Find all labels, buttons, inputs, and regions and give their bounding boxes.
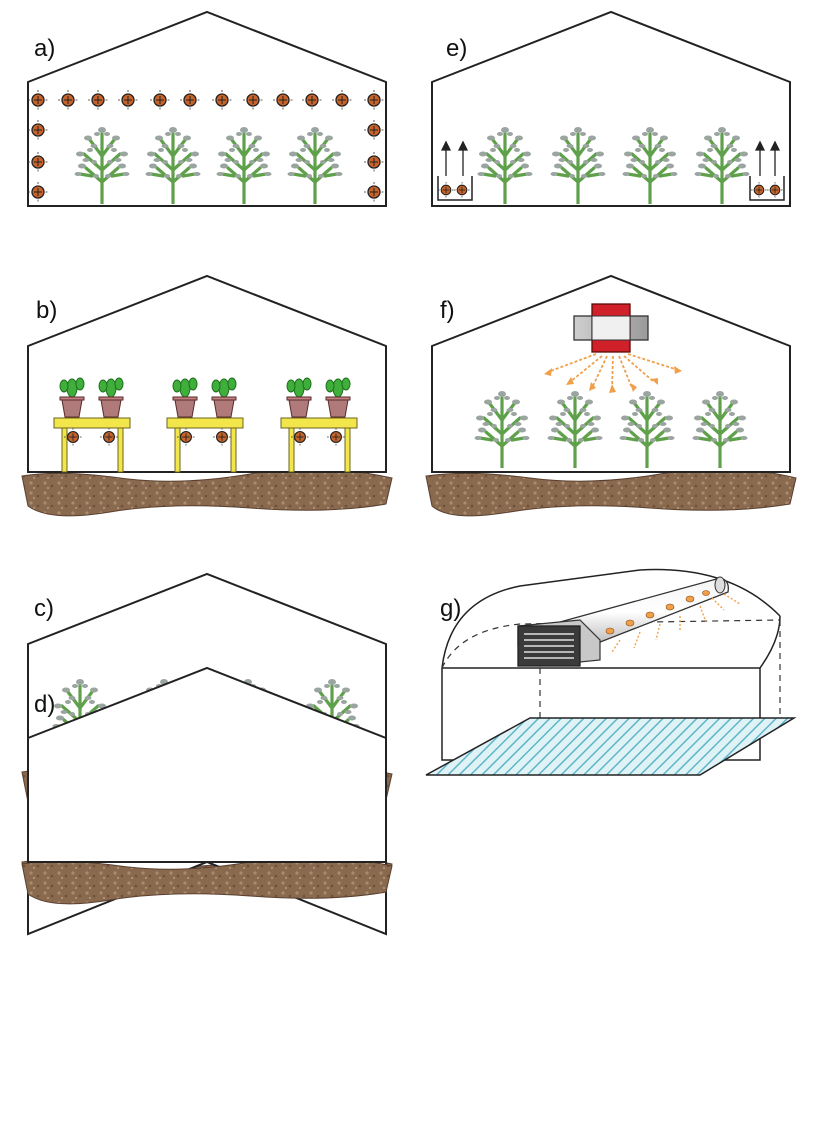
soil: [21, 856, 393, 905]
panel-label: f): [440, 297, 455, 324]
air-duct: [558, 576, 741, 653]
panel-label: e): [446, 35, 467, 62]
greenhouse-outline: [27, 666, 387, 863]
bench: [166, 377, 244, 473]
soil: [425, 468, 797, 517]
radiant-heater: [573, 303, 649, 353]
soil: [21, 468, 393, 517]
panel-e: e): [431, 10, 791, 207]
radiant-arrowheads: [544, 366, 682, 393]
radiant-arrows: [547, 353, 679, 391]
greenhouse-outline: [431, 10, 791, 207]
air-arrows: [611, 593, 741, 653]
greenhouse-outline: [431, 274, 791, 473]
panel-label: b): [36, 297, 57, 324]
benches: [53, 377, 358, 473]
panel-label: d): [34, 691, 55, 718]
bench: [280, 377, 358, 473]
panel-a: a): [27, 10, 387, 207]
bench: [53, 377, 131, 473]
panel-f: f): [425, 274, 797, 517]
panel-d-drawing: d): [21, 666, 393, 905]
convection-pipes-right: [749, 140, 785, 201]
panel-label: g): [440, 595, 461, 622]
panel-label: c): [34, 595, 54, 622]
air-heater: [517, 619, 601, 667]
heated-floor: [425, 717, 797, 776]
panel-g: g): [425, 568, 797, 776]
panel-label: a): [34, 35, 55, 62]
panel-b: b): [21, 274, 393, 517]
convection-pipes-left: [437, 140, 473, 201]
